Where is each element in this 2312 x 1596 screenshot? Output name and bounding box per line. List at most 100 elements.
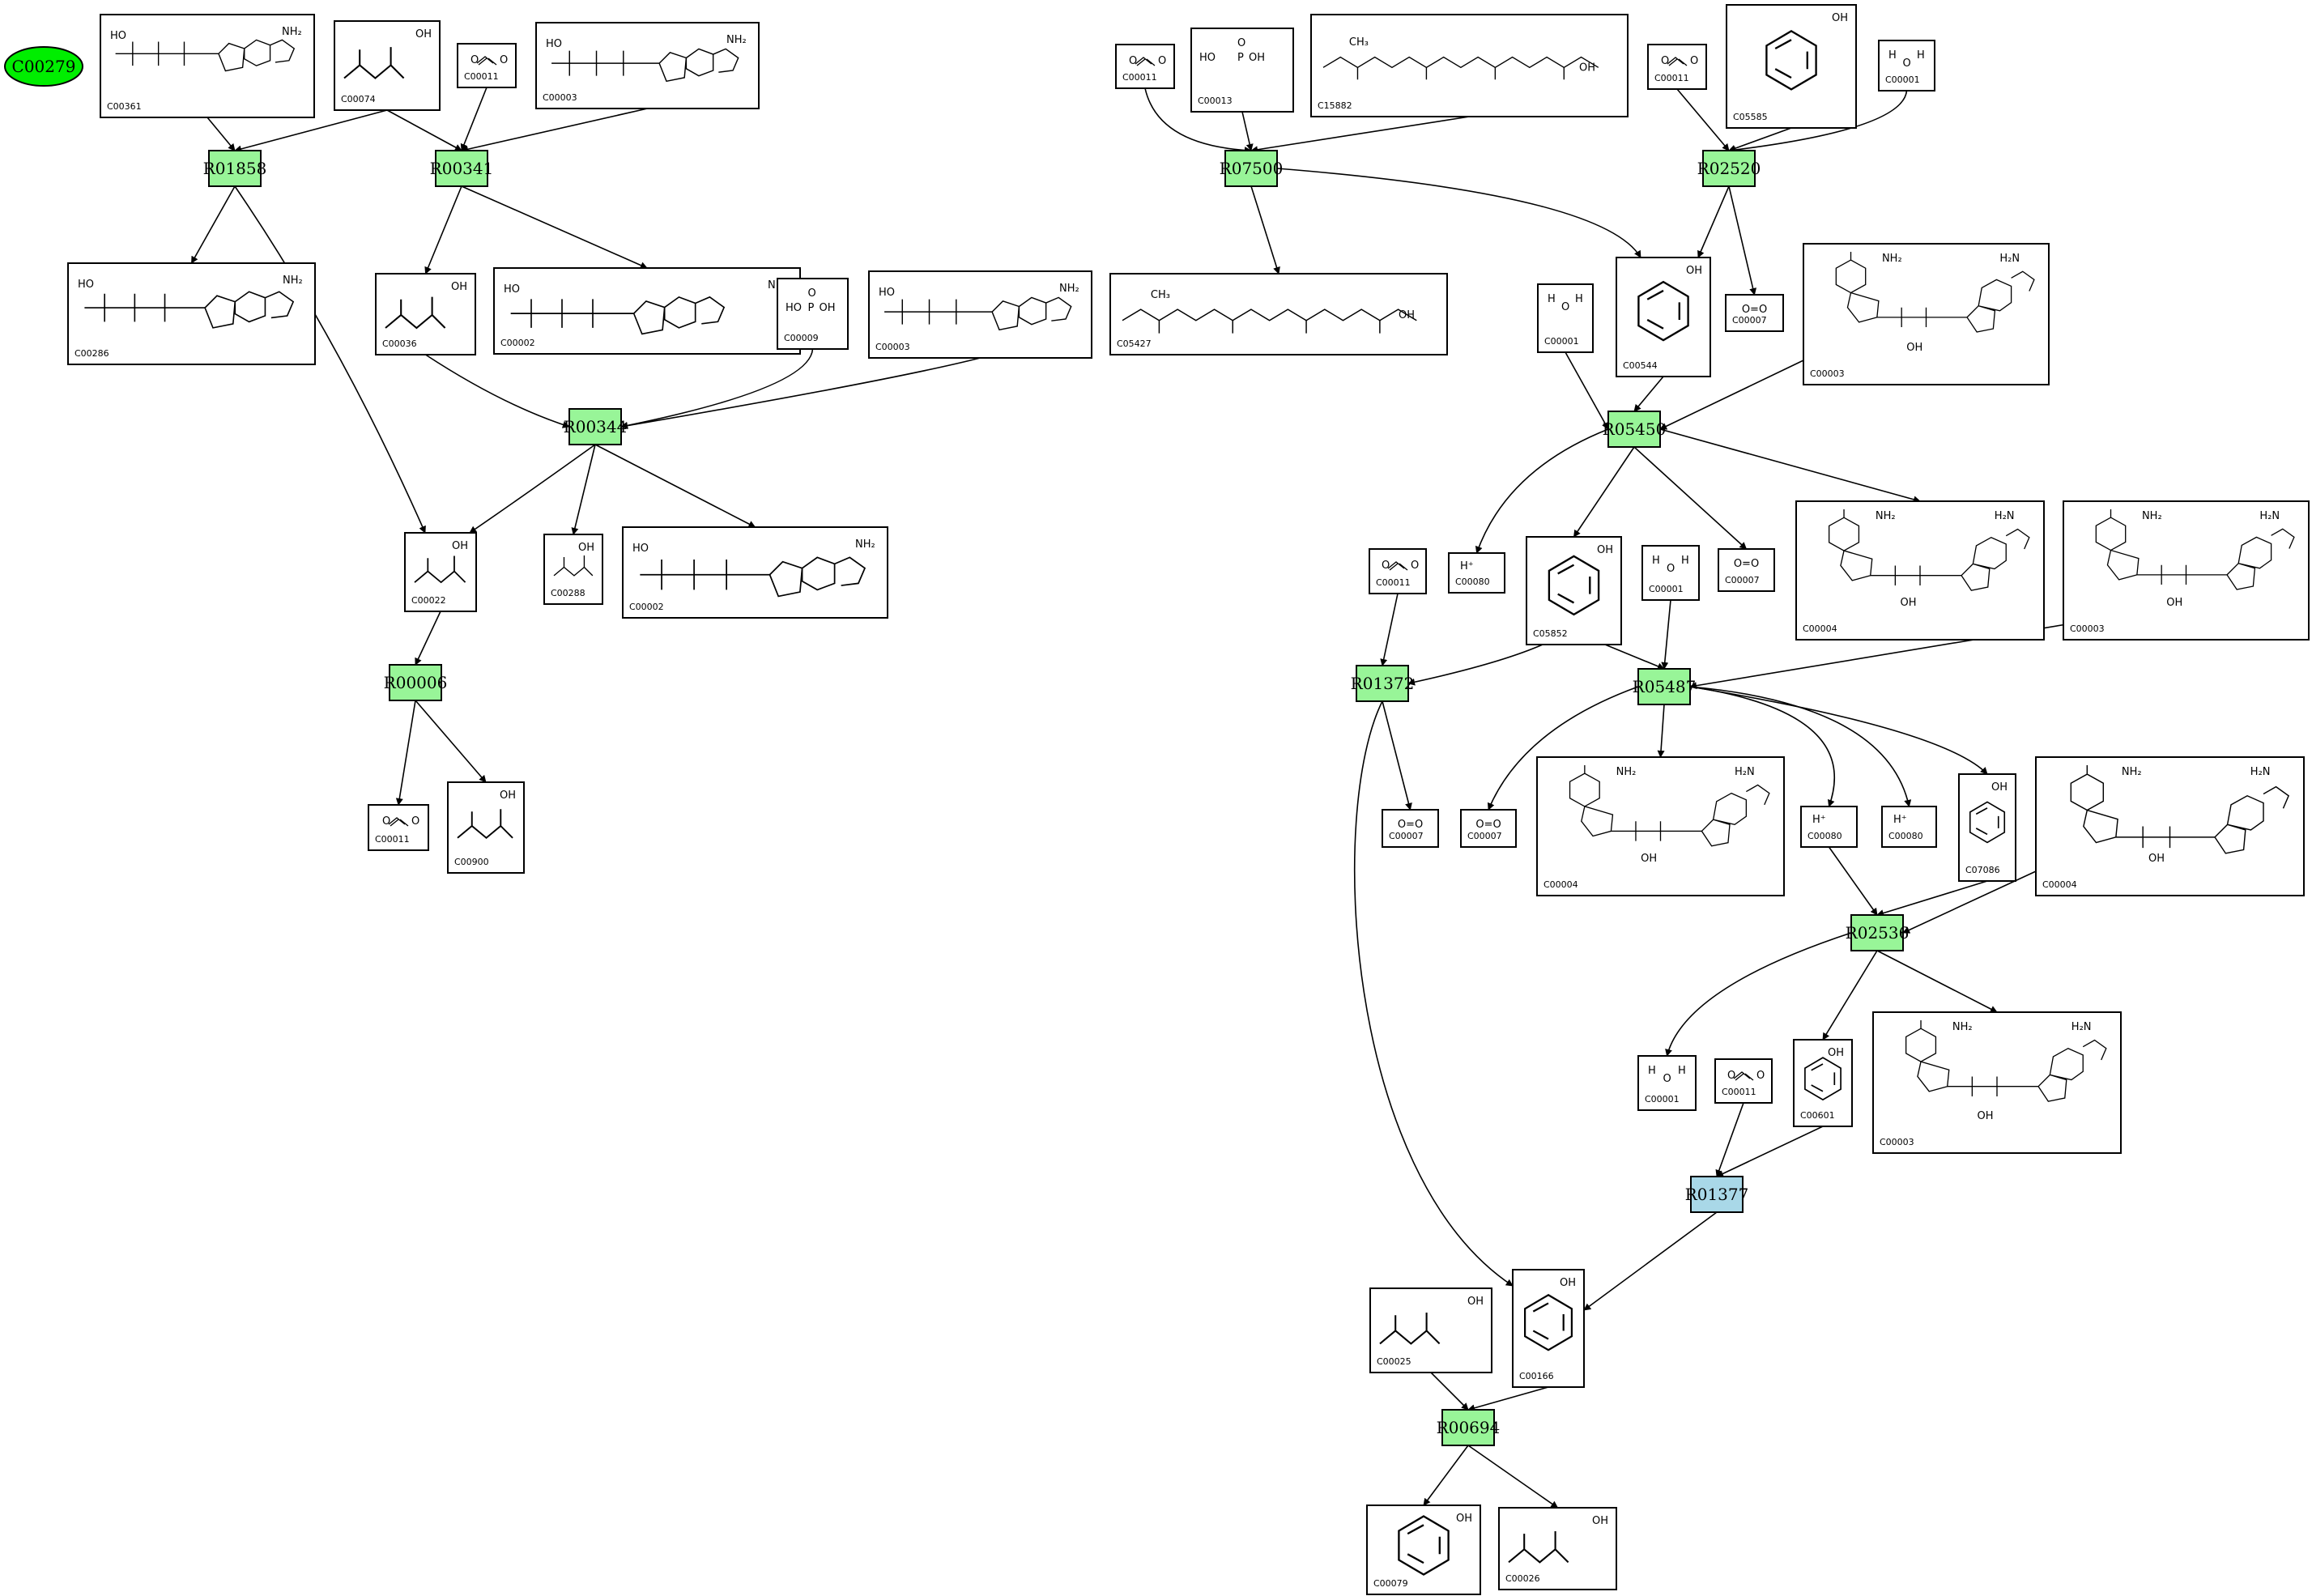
atom-label: O <box>1663 1073 1671 1085</box>
reaction-edge <box>1665 932 1852 1057</box>
reaction-edge <box>1715 1102 1744 1177</box>
reaction-edge <box>1475 428 1609 554</box>
structure-drawing: OH <box>1507 1515 1608 1564</box>
reaction-node-r00344[interactable]: R00344 <box>564 408 628 445</box>
compound-id-label: C00025 <box>1377 1356 1411 1367</box>
atom-label: NH₂ <box>283 275 303 287</box>
reaction-node-r01858[interactable]: R01858 <box>203 150 267 187</box>
reaction-node-r02536[interactable]: R02536 <box>1846 914 1910 951</box>
reaction-node-r00694[interactable]: R00694 <box>1437 1409 1501 1446</box>
reaction-edge <box>1382 700 1412 811</box>
compound-box <box>1647 44 1707 90</box>
compound-id-label: C00007 <box>1725 575 1760 585</box>
atom-label: O <box>1756 1070 1765 1082</box>
reaction-edge <box>1583 1211 1718 1311</box>
structure-drawing: OH <box>457 789 516 839</box>
compound-node-c00080[interactable]: H⁺C00080 <box>1881 806 1937 848</box>
reaction-box <box>389 664 442 701</box>
reaction-edge <box>415 611 441 666</box>
atom-label: OH <box>1399 309 1415 321</box>
atom-label: OH <box>1579 62 1595 74</box>
compound-node-c00080[interactable]: H⁺C00080 <box>1448 552 1505 594</box>
reaction-edge <box>1822 950 1878 1041</box>
reaction-node-r05487[interactable]: R05487 <box>1633 668 1697 705</box>
reaction-node-r00006[interactable]: R00006 <box>384 664 448 701</box>
atom-label: H⁺ <box>1460 560 1474 572</box>
reaction-node-r00341[interactable]: R00341 <box>430 150 494 187</box>
compound-box <box>1718 548 1775 592</box>
reaction-node-r02520[interactable]: R02520 <box>1697 150 1761 187</box>
compound-box <box>1537 283 1594 353</box>
atom-label: H₂N <box>1999 253 2020 265</box>
atom-label: OH <box>1249 52 1265 64</box>
compound-box <box>493 267 801 355</box>
compound-id-label: C00003 <box>1880 1137 1914 1147</box>
start-compound-node[interactable]: C00279 <box>4 46 83 87</box>
compound-id-label: C00544 <box>1623 360 1658 371</box>
atom-label: O=O <box>1475 819 1501 831</box>
reaction-box <box>1637 668 1691 705</box>
reaction-edge <box>1633 446 1748 550</box>
start-node-ellipse <box>4 46 83 87</box>
compound-box <box>535 22 760 109</box>
compound-id-label: C00002 <box>500 338 535 348</box>
reaction-edge <box>234 109 388 153</box>
compound-id-label: C05427 <box>1117 338 1152 349</box>
compound-node-c00080[interactable]: H⁺C00080 <box>1800 806 1858 848</box>
reaction-node-r07500[interactable]: R07500 <box>1220 150 1284 187</box>
reaction-node-r05450[interactable]: R05450 <box>1603 411 1667 448</box>
reaction-edge <box>1697 185 1730 258</box>
reaction-node-r01372[interactable]: R01372 <box>1351 665 1415 702</box>
compound-box <box>1881 806 1937 848</box>
compound-box <box>868 270 1092 359</box>
reaction-node-r01377[interactable]: R01377 <box>1685 1176 1749 1213</box>
